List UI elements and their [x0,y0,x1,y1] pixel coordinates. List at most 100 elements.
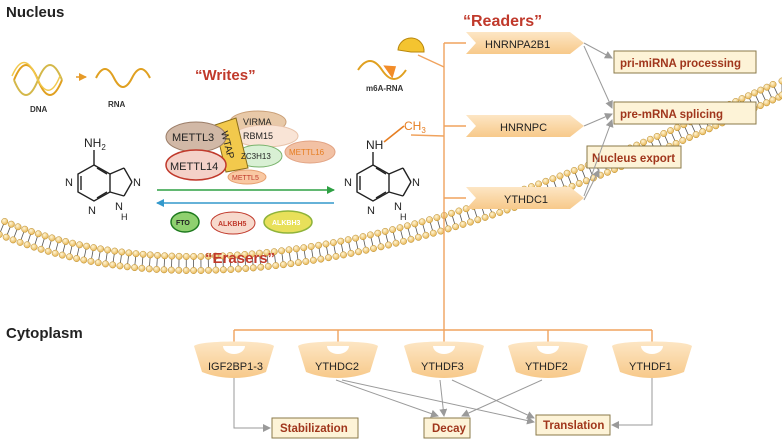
lipid-head [763,83,771,91]
function-decay: Decay [432,423,466,435]
lipid-head [233,251,241,259]
erasers-group [170,210,313,235]
lipid-head [138,264,146,272]
lipid-head [278,247,286,255]
lipid-head [679,137,687,144]
lipid-head [9,236,17,244]
lipid-head [705,125,713,133]
lipid-head [257,263,265,271]
lipid-head [168,252,176,260]
lipid-head [309,256,317,264]
reader-ythdf1: YTHDF1 [629,361,672,373]
function-pri-mirna: pri-miRNA processing [620,58,741,70]
lipid-head [227,266,235,273]
lipid-head [646,135,654,143]
m6a-n9: N [394,201,402,213]
lipid-head [496,209,504,216]
lipid-head [182,253,190,260]
lipid-head [285,246,293,254]
lipid-head [535,180,543,188]
lipid-head [577,164,585,172]
lipid-head [302,258,310,265]
adenine-structure [77,150,133,202]
function-box-decay [423,417,471,439]
lipid-head [377,243,385,251]
lipid-head [400,237,407,245]
lipid-head [219,266,227,274]
mettl5-blob [227,169,267,185]
function-stabilization: Stabilization [280,423,348,435]
reader-hnrnpc: HNRNPC [500,122,547,134]
lipid-head [160,266,168,274]
dna-label: DNA [30,105,48,114]
lipid-head [466,218,474,226]
lipid-head [175,252,183,260]
methyl-label: CH3 [404,119,426,135]
lipid-head [66,253,73,261]
function-box-translation [535,414,611,436]
lipid-head [337,237,345,245]
m6a-structure [356,152,412,202]
lipid-head [272,262,280,270]
lipid-head [448,209,455,217]
lipid-head [411,220,419,228]
eraser-fto-blob [170,211,200,233]
m6a-n3: N [367,205,375,217]
lipid-head [270,248,278,256]
lipid-head [161,252,169,260]
lipid-head [123,263,131,271]
lipid-head [414,233,422,241]
writer-virma: VIRMA [243,117,272,127]
lipid-head [344,236,352,244]
eraser-alkbh5: ALKBH5 [218,221,246,228]
function-translation: Translation [543,420,604,432]
lipid-head [204,252,212,260]
lipid-head [317,255,325,263]
adenine-n9: N [115,201,123,213]
lipid-head [292,245,300,253]
lipid-head [205,266,212,274]
lipid-head [563,169,571,177]
lipid-head [264,262,272,270]
reader-shape-ythdf3 [404,341,484,378]
lipid-head [21,225,29,233]
lipid-head [1,218,9,225]
lipid-head [44,247,52,255]
lipid-head [459,220,467,228]
lipid-head [51,249,59,257]
reader-tag-hnrnpa2b1 [466,32,584,54]
writers-complex [165,110,336,185]
reader-ythdf2: YTHDF2 [525,361,568,373]
lipid-head [55,236,63,244]
m6a-h9: H [400,212,407,222]
lipid-head [182,267,190,274]
lipid-head [90,244,98,252]
reader-hnrnpa2b1: HNRNPA2B1 [485,39,550,51]
lipid-head [366,231,374,239]
lipid-head [389,226,397,234]
function-box-stabilization [271,417,359,439]
lipid-head [604,168,611,176]
lipid-head [699,128,707,136]
nuclear-connectors [583,42,614,201]
lipid-head [37,245,45,253]
lipid-head [294,259,302,267]
lipid-head [28,228,35,235]
lipid-head [197,267,205,274]
readers-heading: “Readers” [463,13,542,30]
lipid-head [374,229,382,237]
methyl-bond [383,125,405,143]
lipid-head [307,243,315,250]
lipid-head [212,266,220,274]
adenine-n7: N [133,177,141,189]
writer-mettl14: METTL14 [170,161,218,173]
m6a-rna-icon [357,37,425,80]
m6a-n7: N [412,177,420,189]
eraser-alkbh5-blob [210,211,256,235]
lipid-head [87,257,95,265]
reader-tag-hnrnpc [466,115,584,137]
lipid-head [145,265,153,273]
writer-mettl16: METTL16 [289,148,325,157]
writer-mettl3: METTL3 [172,132,214,144]
